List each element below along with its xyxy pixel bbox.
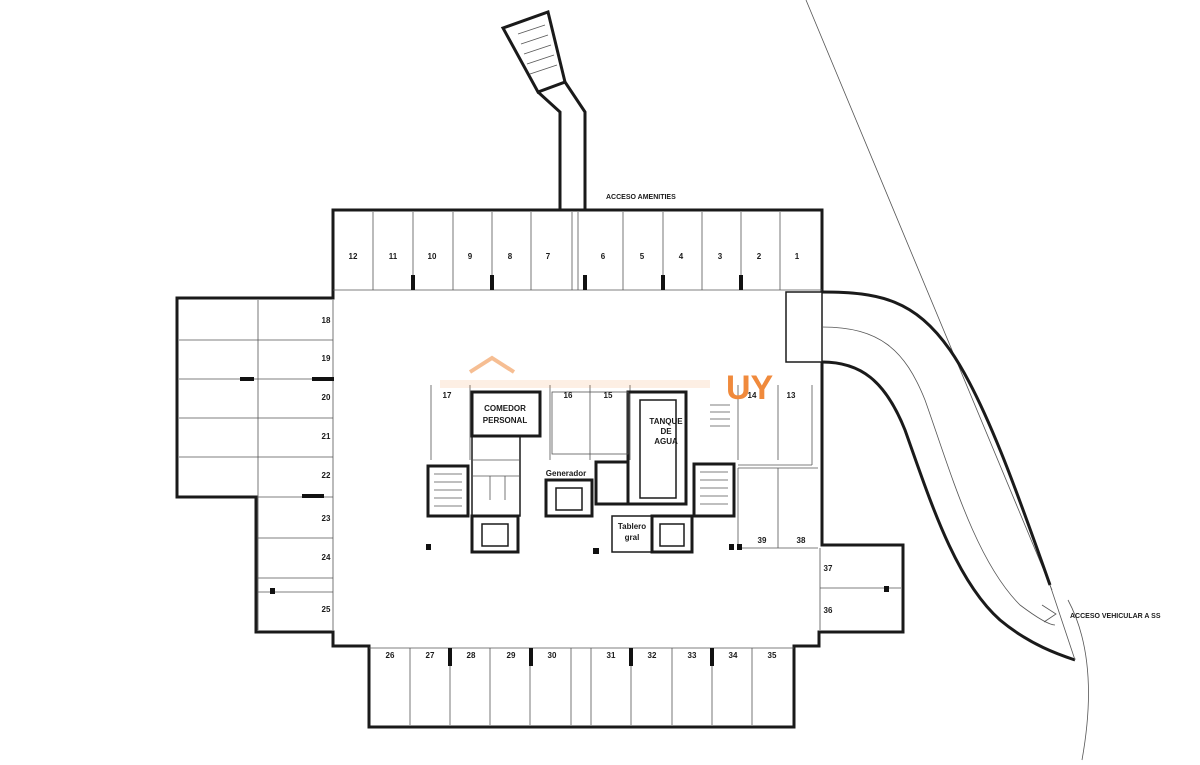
ramp-entry (785, 291, 823, 363)
spot-number: 15 (604, 391, 613, 400)
tablero-label-1: Tablero (618, 522, 646, 531)
tanque-label-2: DE (660, 427, 672, 436)
left-parking-area (179, 300, 334, 630)
spot-number: 20 (322, 393, 331, 402)
spot-number: 13 (787, 391, 796, 400)
spot-number: 18 (322, 316, 331, 325)
watermark-text: UY (726, 369, 774, 407)
tablero-label-2: gral (625, 533, 640, 542)
spot-number: 39 (758, 536, 767, 545)
spot-number: 10 (428, 252, 437, 261)
comedor-label-1: COMEDOR (484, 404, 526, 413)
spot-number: 1 (795, 252, 800, 261)
top-parking-row (333, 212, 822, 291)
bottom-columns (448, 648, 714, 666)
spot-number: 29 (507, 651, 516, 660)
spot-number: 19 (322, 354, 331, 363)
site-boundary-curve (1067, 599, 1089, 761)
spot-number: 35 (768, 651, 777, 660)
top-row-columns (411, 275, 743, 290)
spot-number: 31 (607, 651, 616, 660)
spot-number: 32 (648, 651, 657, 660)
tanque-label-3: AGUA (654, 437, 678, 446)
spot-number: 28 (467, 651, 476, 660)
spot-number: 34 (729, 651, 738, 660)
watermark-logo (440, 355, 710, 388)
spot-number: 2 (757, 252, 762, 261)
spot-number: 3 (718, 252, 723, 261)
acceso-vehicular-label: ACCESO VEHICULAR A SS (1070, 613, 1161, 620)
spot-number: 33 (688, 651, 697, 660)
vehicle-ramp (821, 290, 1076, 662)
spot-number: 37 (824, 564, 833, 573)
tanque-label-1: TANQUE (649, 417, 683, 426)
spot-number: 25 (322, 605, 331, 614)
spot-number: 21 (322, 432, 331, 441)
spot-number: 38 (797, 536, 806, 545)
spot-number: 4 (679, 252, 684, 261)
spot-number: 8 (508, 252, 513, 261)
spot-number: 7 (546, 252, 551, 261)
central-core (426, 385, 813, 554)
comedor-label-2: PERSONAL (483, 416, 528, 425)
spot-number: 24 (322, 553, 331, 562)
right-column (884, 586, 889, 592)
spot-number: 5 (640, 252, 645, 261)
spot-number: 26 (386, 651, 395, 660)
spot-number: 23 (322, 514, 331, 523)
spot-number: 9 (468, 252, 473, 261)
spot-number: 12 (349, 252, 358, 261)
generador-label: Generador (546, 469, 586, 478)
spot-number: 27 (426, 651, 435, 660)
site-boundary-line (805, 0, 1053, 591)
spot-number: 17 (443, 391, 452, 400)
spot-number: 14 (748, 391, 757, 400)
spot-number: 6 (601, 252, 606, 261)
spot-number: 22 (322, 471, 331, 480)
garage-outer-wall (175, 208, 905, 729)
spot-number: 11 (389, 252, 398, 261)
left-columns (240, 377, 334, 594)
spot-number: 36 (824, 606, 833, 615)
acceso-amenities-label: ACCESO AMENITIES (606, 194, 676, 201)
spot-number: 30 (548, 651, 557, 660)
amenities-stair-tower (500, 10, 587, 290)
right-lower-parking (737, 467, 901, 630)
spot-number: 16 (564, 391, 573, 400)
